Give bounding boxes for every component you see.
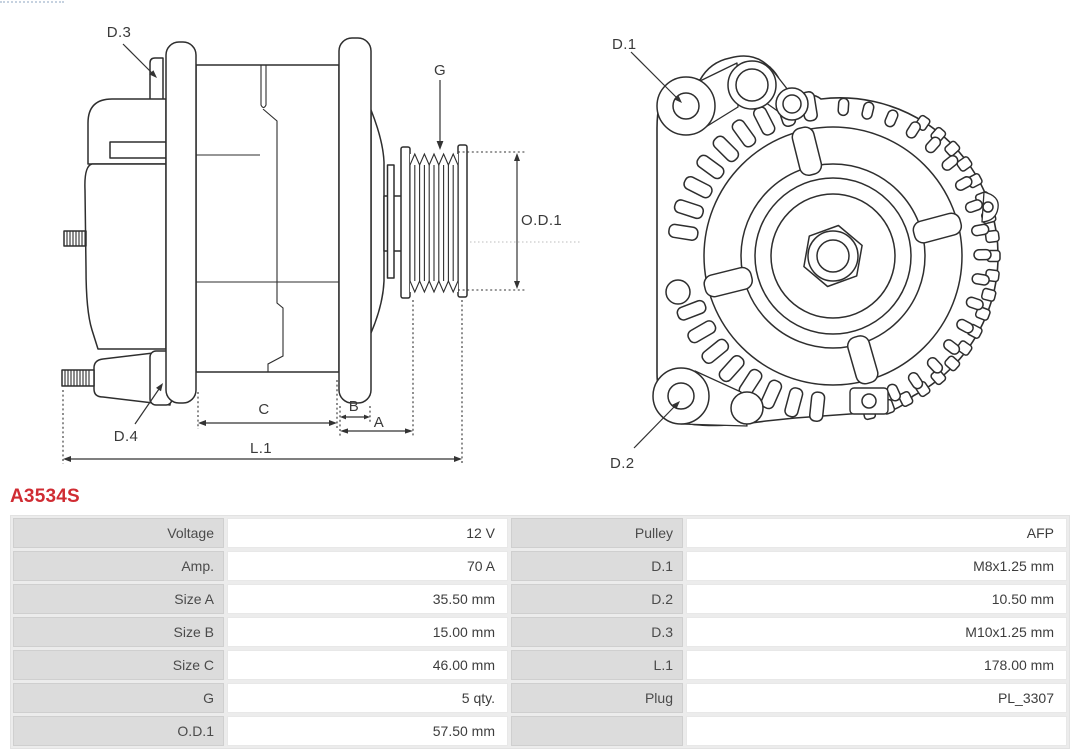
- hole-d2: [667, 382, 695, 410]
- dimension-label-d1: D.1: [612, 36, 637, 53]
- leader-D3: D.3: [107, 24, 157, 78]
- part-number: A3534S: [10, 486, 80, 507]
- spec-value-cell: 35.50 mm: [227, 584, 508, 614]
- spec-value-cell: 178.00 mm: [686, 650, 1067, 680]
- spec-value-cell: 70 A: [227, 551, 508, 581]
- side-view-drawing: C B A L.1 O.D.1: [61, 24, 582, 464]
- spec-value-cell: M8x1.25 mm: [686, 551, 1067, 581]
- mounting-lug-bottom: [652, 367, 764, 427]
- spec-label-cell: D.3: [511, 617, 683, 647]
- dimension-label-d2: D.2: [610, 455, 635, 472]
- bottom-foot: [849, 387, 889, 415]
- leader-G: G: [434, 62, 446, 150]
- spec-value-cell: 57.50 mm: [227, 716, 508, 746]
- dimension-label-d3: D.3: [107, 24, 132, 41]
- spec-label-cell: Size C: [13, 650, 224, 680]
- dimension-B: B: [340, 398, 370, 420]
- dimension-label-a: A: [374, 414, 384, 431]
- terminal-stud-lower: [61, 369, 95, 387]
- spec-value-cell: [686, 716, 1067, 746]
- dimension-L1: L.1: [63, 440, 462, 462]
- spec-label-cell: L.1: [511, 650, 683, 680]
- side-hole: [665, 279, 691, 305]
- dimension-label-od1: O.D.1: [521, 212, 562, 229]
- spec-label-cell: D.2: [511, 584, 683, 614]
- dimension-label-l1: L.1: [250, 440, 272, 457]
- spec-label-cell: [511, 716, 683, 746]
- spec-label-cell: Plug: [511, 683, 683, 713]
- spec-value-cell: 5 qty.: [227, 683, 508, 713]
- technical-drawing: C B A L.1 O.D.1: [61, 24, 1001, 472]
- leader-D1: D.1: [612, 36, 682, 103]
- mounting-lug-top: [656, 60, 809, 136]
- spec-label-cell: Size A: [13, 584, 224, 614]
- alternator-diagram-svg: C B A L.1 O.D.1: [61, 24, 1001, 472]
- spec-label-cell: O.D.1: [13, 716, 224, 746]
- spec-table: Voltage 12 V Pulley AFP Amp. 70 A D.1 M8…: [10, 515, 1070, 749]
- leader-D4: D.4: [114, 383, 163, 445]
- spec-value-cell: 15.00 mm: [227, 617, 508, 647]
- right-tab: [981, 191, 999, 223]
- spec-value-cell: M10x1.25 mm: [686, 617, 1067, 647]
- leader-D2: D.2: [610, 401, 680, 472]
- spec-value-cell: 10.50 mm: [686, 584, 1067, 614]
- dimension-C: C: [198, 401, 337, 426]
- dimension-label-b: B: [349, 398, 359, 415]
- front-view-drawing: D.1 D.2: [610, 36, 1001, 472]
- dimension-label-d4: D.4: [114, 428, 139, 445]
- dimension-A: A: [340, 414, 413, 434]
- spec-label-cell: Amp.: [13, 551, 224, 581]
- spec-value-cell: AFP: [686, 518, 1067, 548]
- shaft-nut: [803, 224, 863, 288]
- spec-label-cell: Size B: [13, 617, 224, 647]
- hole-d1: [672, 92, 700, 120]
- spec-value-cell: PL_3307: [686, 683, 1067, 713]
- logo-fragment: [0, 1, 64, 7]
- dimension-label-g: G: [434, 62, 446, 79]
- spec-label-cell: Voltage: [13, 518, 224, 548]
- dimension-label-c: C: [258, 401, 269, 418]
- spec-value-cell: 12 V: [227, 518, 508, 548]
- dimension-OD1: O.D.1: [514, 153, 562, 289]
- terminal-stud-upper: [63, 230, 87, 247]
- pulley: [400, 144, 468, 299]
- spec-label-cell: Pulley: [511, 518, 683, 548]
- spec-label-cell: D.1: [511, 551, 683, 581]
- spec-value-cell: 46.00 mm: [227, 650, 508, 680]
- spec-label-cell: G: [13, 683, 224, 713]
